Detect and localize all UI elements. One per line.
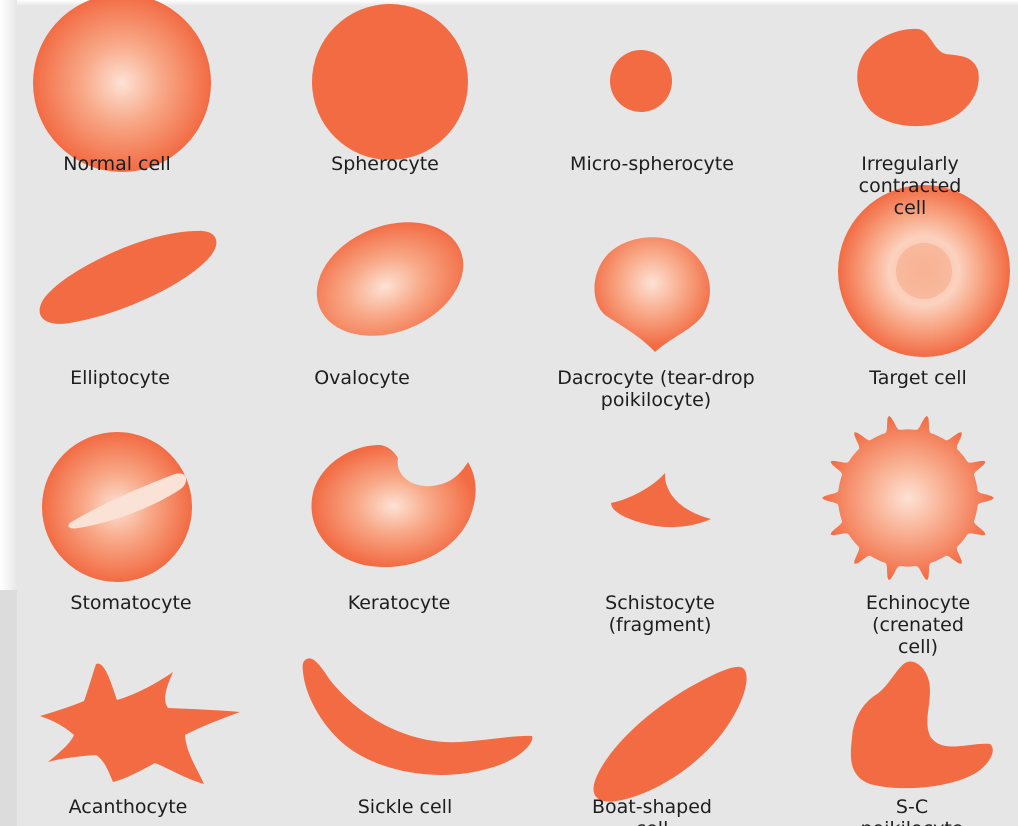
cell-label-target-cell: Target cell <box>869 367 967 389</box>
irregularly-contracted-cell-icon <box>857 29 979 126</box>
cell-label-boat-shaped-cell: Boat-shaped cell <box>592 796 712 826</box>
cell-label-schistocyte: Schistocyte (fragment) <box>605 592 715 636</box>
micro-spherocyte-icon <box>610 50 672 112</box>
cell-label-sickle-cell: Sickle cell <box>358 796 453 818</box>
normal-cell-icon <box>33 0 211 172</box>
sickle-cell-icon <box>303 658 533 775</box>
acanthocyte-icon <box>40 664 240 784</box>
schistocyte-icon <box>611 473 711 527</box>
ovalocyte-icon <box>300 201 481 356</box>
cell-label-echinocyte: Echinocyte (crenated cell) <box>866 592 970 658</box>
cell-label-irregularly-contracted-cell: Irregularly contracted cell <box>856 153 964 219</box>
cell-label-micro-spherocyte: Micro-spherocyte <box>570 153 734 175</box>
cell-label-sc-poikilocyte: S-C poikilocyte <box>859 796 965 826</box>
sc-poikilocyte-icon <box>851 662 993 789</box>
cell-label-spherocyte: Spherocyte <box>331 153 439 175</box>
spherocyte-icon <box>312 4 468 160</box>
cell-label-ovalocyte: Ovalocyte <box>314 367 410 389</box>
cell-label-keratocyte: Keratocyte <box>348 592 451 614</box>
dacrocyte-icon <box>594 237 710 352</box>
elliptocyte-icon <box>40 231 217 324</box>
cell-label-dacrocyte: Dacrocyte (tear-drop poikilocyte) <box>557 367 754 411</box>
keratocyte-icon <box>312 445 476 567</box>
echinocyte-icon <box>822 416 994 580</box>
boat-shaped-cell-icon <box>594 667 747 802</box>
cell-label-acanthocyte: Acanthocyte <box>69 796 188 818</box>
cell-label-stomatocyte: Stomatocyte <box>70 592 191 614</box>
stomatocyte-icon <box>42 432 192 582</box>
cell-label-normal-cell: Normal cell <box>63 153 170 175</box>
cell-label-elliptocyte: Elliptocyte <box>70 367 170 389</box>
